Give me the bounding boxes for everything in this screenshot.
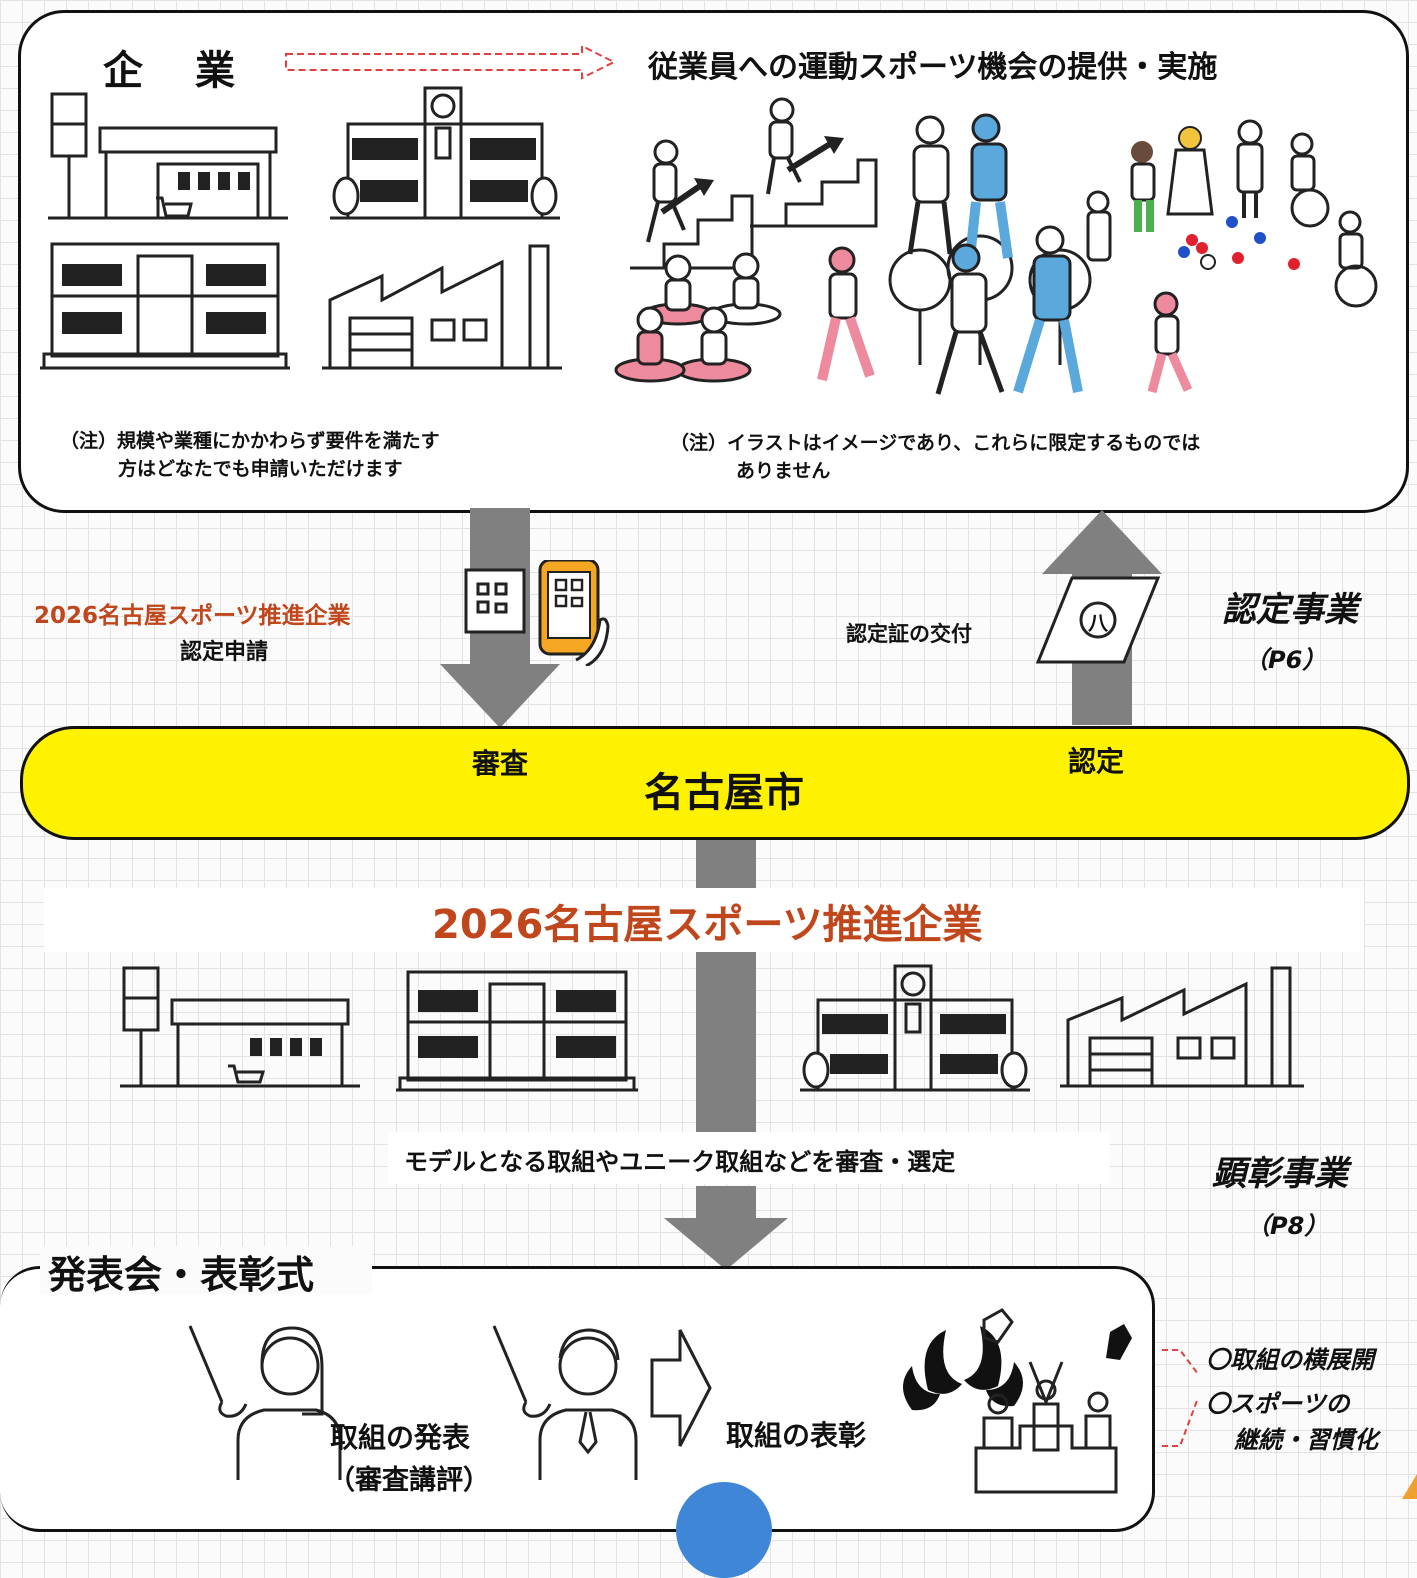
convenience-store-icon <box>48 92 288 220</box>
program-certify: 認定事業 <box>1222 590 1358 630</box>
outcome-2a: 〇スポーツの <box>1206 1390 1350 1418</box>
school-icon <box>330 86 560 220</box>
issue-label: 認定証の交付 <box>846 622 972 646</box>
enterprise-title: 2026名古屋スポーツ推進企業 <box>432 902 983 948</box>
note-right-line2: ありません <box>736 460 831 482</box>
office-building-icon <box>40 242 290 370</box>
blue-circle-decoration <box>676 1482 772 1578</box>
ceremony-title-bg <box>40 1246 372 1294</box>
outcome-dashed-bracket-icon <box>1162 1349 1199 1447</box>
office-building-icon-2 <box>396 970 638 1092</box>
ceremony-title: 発表会・表彰式 <box>48 1253 315 1297</box>
activity-label: 従業員への運動スポーツ機会の提供・実施 <box>648 50 1218 85</box>
program-certify-page: （P6） <box>1244 646 1327 674</box>
exercise-illustration <box>614 97 1378 395</box>
qr-code-icon <box>464 560 610 666</box>
outcome-1: 〇取組の横展開 <box>1206 1346 1374 1374</box>
right-arrow-icon <box>650 1329 712 1447</box>
nagoya-city-band <box>20 726 1410 840</box>
presentation-label: 取組の発表 <box>330 1421 471 1454</box>
outcome-2b: 継続・習慣化 <box>1234 1426 1378 1454</box>
certificate-icon <box>1036 576 1160 664</box>
program-award: 顕彰事業 <box>1212 1154 1348 1194</box>
apply-subtitle: 認定申請 <box>180 640 269 665</box>
note-right-line1: （注）イラストはイメージであり、これらに限定するものでは <box>670 432 1201 454</box>
note-left-line2: 方はどなたでも申請いただけます <box>118 458 403 480</box>
school-icon-2 <box>800 964 1030 1092</box>
presenter-man-icon <box>492 1325 638 1480</box>
center-connector <box>696 836 756 888</box>
cert-emblem: 八 <box>1088 611 1108 635</box>
note-left-line1: （注）規模や業種にかかわらず要件を満たす <box>60 430 440 452</box>
arrow-down-ceremony <box>664 1218 788 1270</box>
presenter-woman-icon <box>188 1325 342 1480</box>
center-shaft <box>696 952 756 1152</box>
factory-icon-2 <box>1060 966 1304 1088</box>
podium-icon <box>903 1308 1132 1494</box>
company-panel <box>18 10 1409 513</box>
dashed-arrow-icon <box>285 44 617 80</box>
city-name: 名古屋市 <box>644 770 804 816</box>
selection-bg <box>388 1132 1110 1184</box>
award-label: 取組の表彰 <box>726 1419 867 1452</box>
apply-title: 2026名古屋スポーツ推進企業 <box>34 603 351 629</box>
company-label: 企 業 <box>103 48 241 94</box>
center-shaft-lower <box>696 1186 756 1222</box>
selection-label: モデルとなる取組やユニーク取組などを審査・選定 <box>404 1148 956 1176</box>
enterprise-title-bg <box>44 888 1364 952</box>
factory-icon <box>322 244 562 370</box>
program-award-page: （P8） <box>1246 1212 1329 1240</box>
presentation-sublabel: （審査講評） <box>328 1465 490 1496</box>
corner-decoration <box>1402 1474 1417 1499</box>
review-label: 審査 <box>472 747 529 780</box>
convenience-store-icon-2 <box>120 966 360 1088</box>
certify-label: 認定 <box>1068 745 1125 778</box>
